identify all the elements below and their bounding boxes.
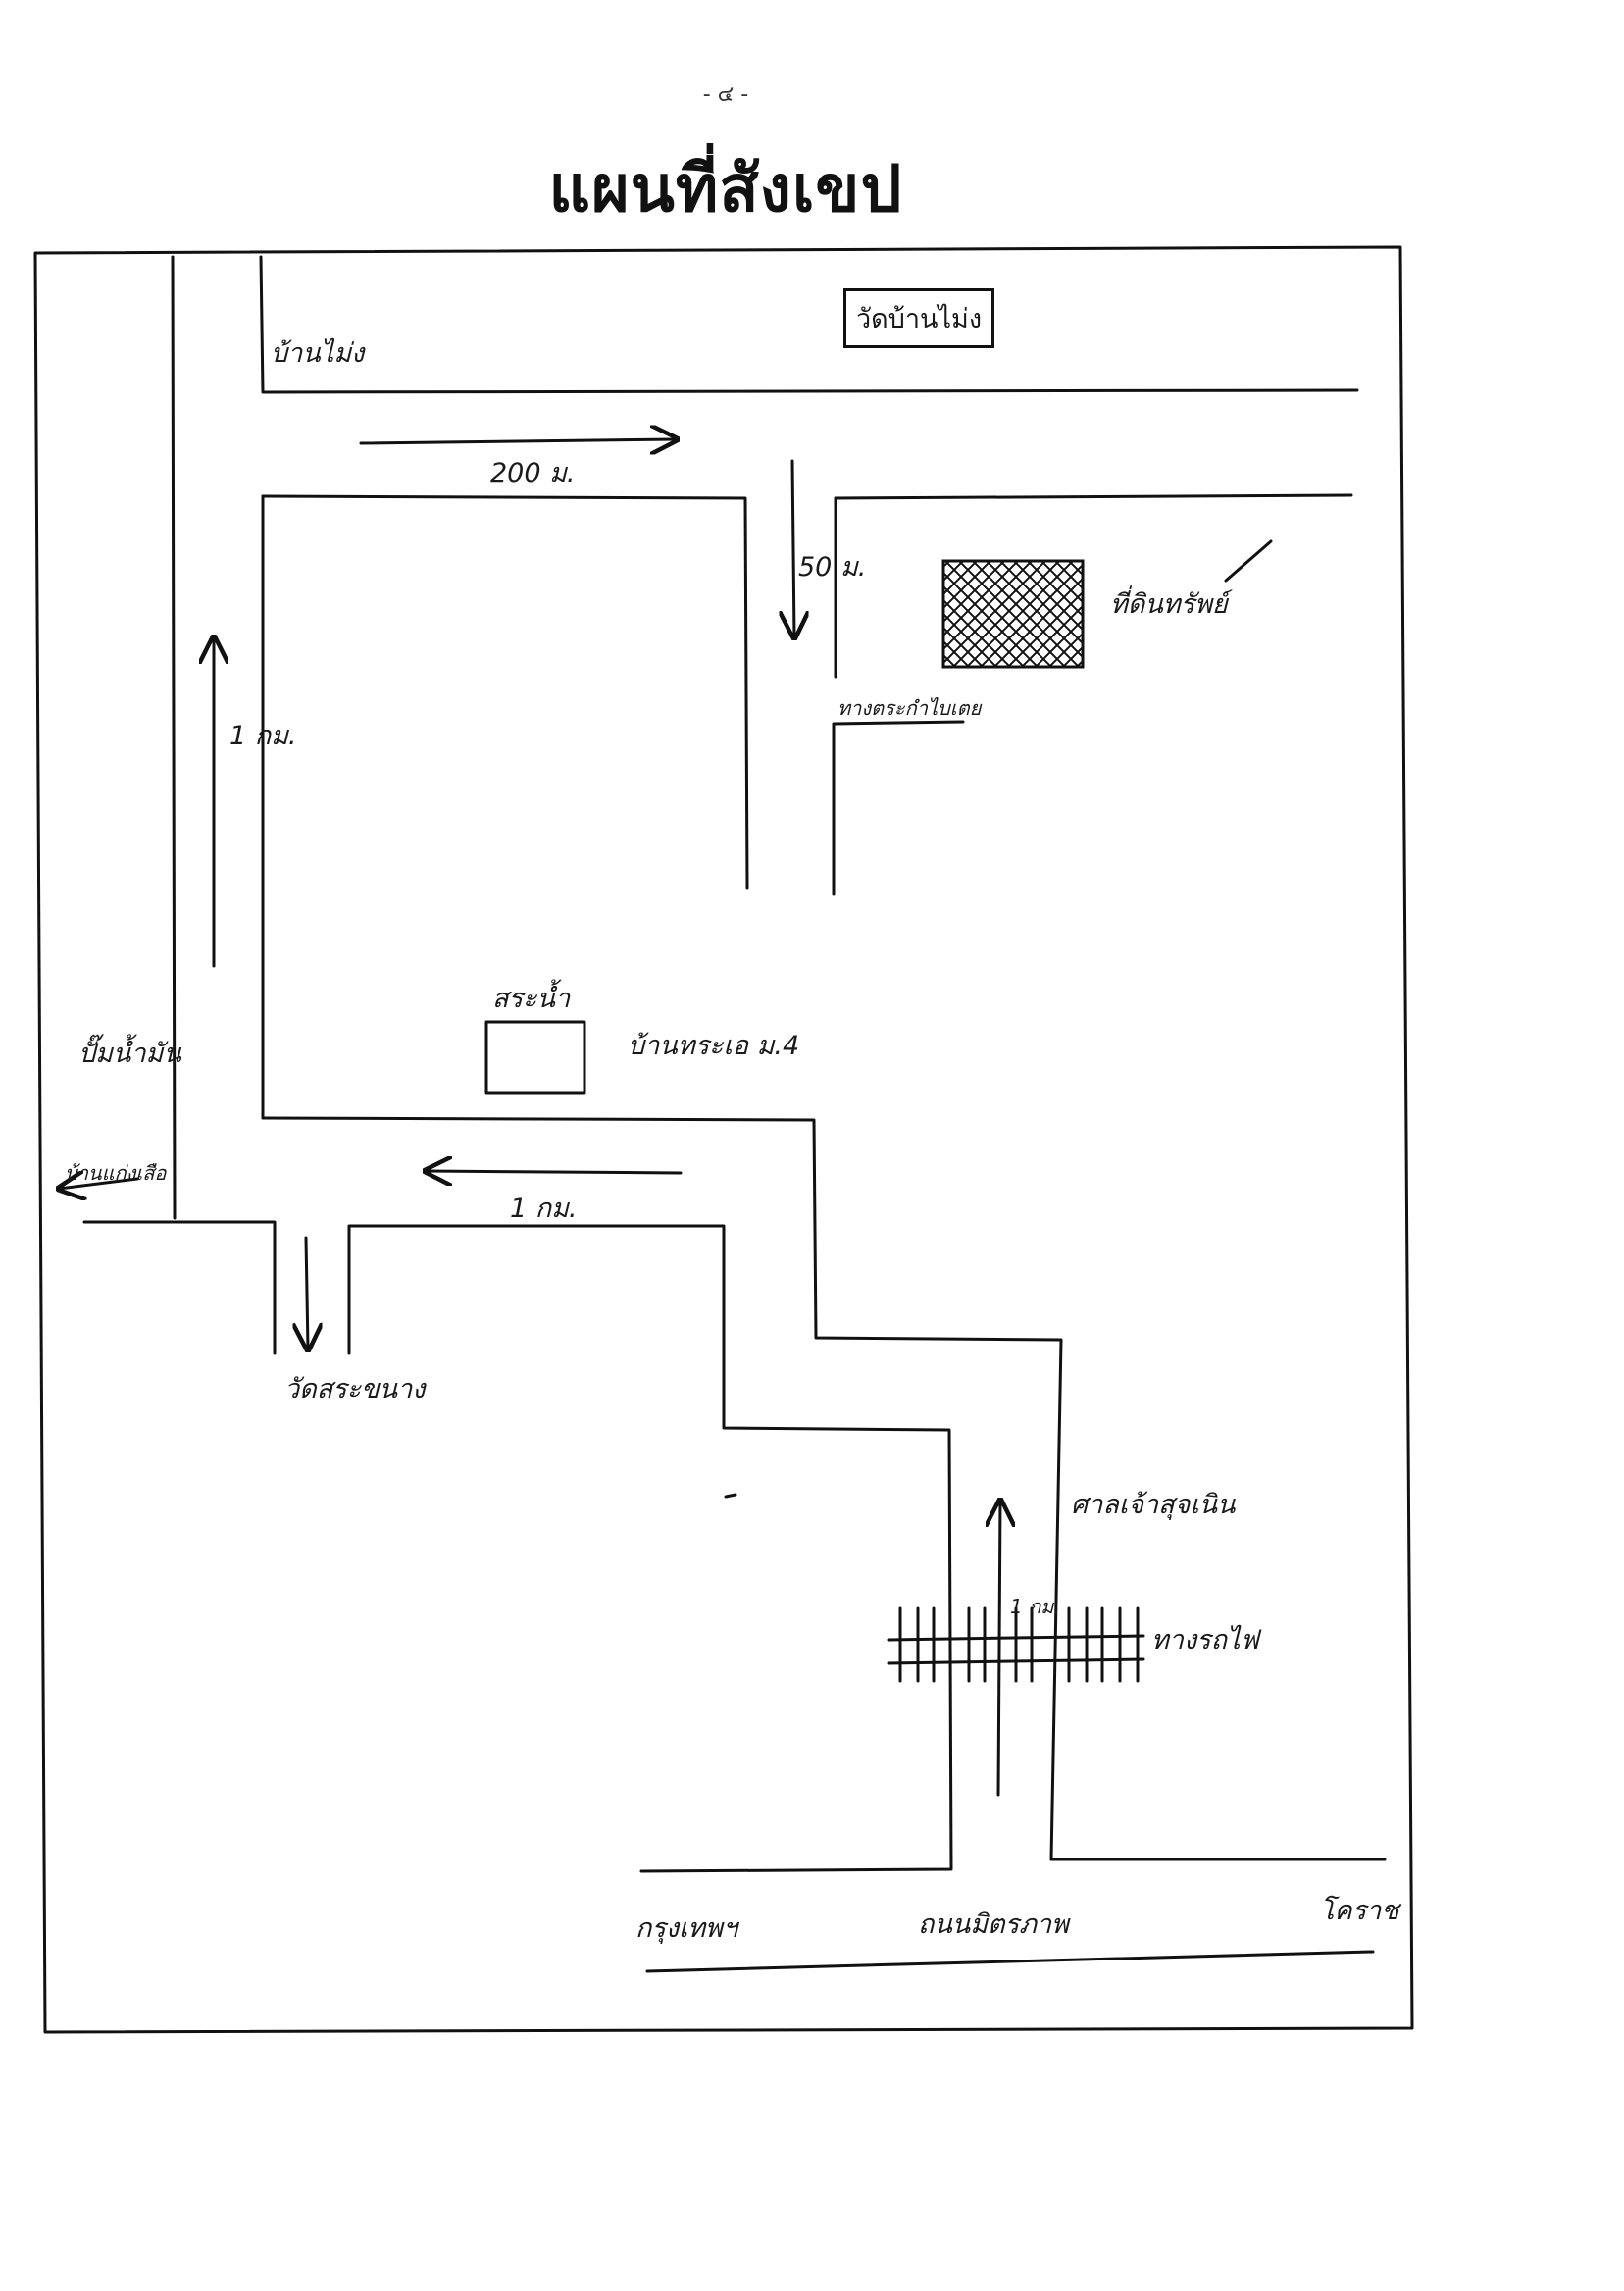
road-lane-lower xyxy=(832,720,965,726)
label-1km-left: 1 กม. xyxy=(229,721,297,751)
pointer-land xyxy=(1224,539,1273,583)
road-left-outer xyxy=(171,255,177,1220)
label-land-site: ที่ดินทรัพย์ xyxy=(1110,589,1228,620)
label-highway: ถนนมิตรภาพ xyxy=(918,1909,1069,1940)
label-lane: ทางตระกำไบเตย xyxy=(837,696,982,720)
label-1km-mid: 1 กม. xyxy=(510,1194,578,1224)
label-bangkok: กรุงเทพฯ xyxy=(635,1913,738,1944)
highway-line xyxy=(645,1950,1375,1973)
arrow-50m xyxy=(792,459,794,637)
hatched-plot-icon xyxy=(941,559,1085,669)
label-1km-rail: 1 กม. xyxy=(1010,1595,1060,1618)
page-number: - ๔ - xyxy=(702,82,749,107)
railway-track-icon xyxy=(887,1606,1145,1683)
label-shrine: ศาลเจ้าสุจเนิน xyxy=(1071,1490,1236,1520)
label-temple-top: วัดบ้านไม่ง xyxy=(843,288,995,348)
label-railway: ทางรถไฟ xyxy=(1151,1625,1259,1655)
label-fuel-station: ปั๊มน้ำมัน xyxy=(78,1039,181,1069)
road-middle-top xyxy=(261,1116,1063,1861)
road-cross-right xyxy=(347,1224,953,1873)
page-title: แผนที่สังเขป xyxy=(548,151,903,227)
pond-icon xyxy=(484,1020,586,1095)
label-village-top: บ้านไม่ง xyxy=(271,338,365,369)
label-korat: โคราช xyxy=(1320,1896,1399,1926)
label-pond: สระน้ำ xyxy=(492,984,571,1014)
arrow-200m xyxy=(359,439,677,443)
road-top-left xyxy=(259,255,1359,394)
arrow-temple-bottom xyxy=(306,1236,308,1349)
label-village-moo4: บ้านทระเอ ม.4 xyxy=(628,1031,800,1061)
arrow-1km-mid xyxy=(426,1171,683,1173)
small-mark xyxy=(724,1493,737,1499)
arrow-left-village xyxy=(59,1179,139,1189)
road-lane-upper xyxy=(834,493,1353,500)
arrow-1km-rail xyxy=(998,1501,1000,1797)
map-border xyxy=(33,245,1414,2034)
label-left-village: บ้านแก่งเสือ xyxy=(65,1161,167,1185)
road-block-top xyxy=(261,494,749,890)
label-temple-bottom: วัดสระขนาง xyxy=(284,1374,426,1404)
label-50m: 50 ม. xyxy=(798,552,867,583)
label-200m: 200 ม. xyxy=(490,458,576,488)
road-cross-left xyxy=(82,1220,277,1355)
